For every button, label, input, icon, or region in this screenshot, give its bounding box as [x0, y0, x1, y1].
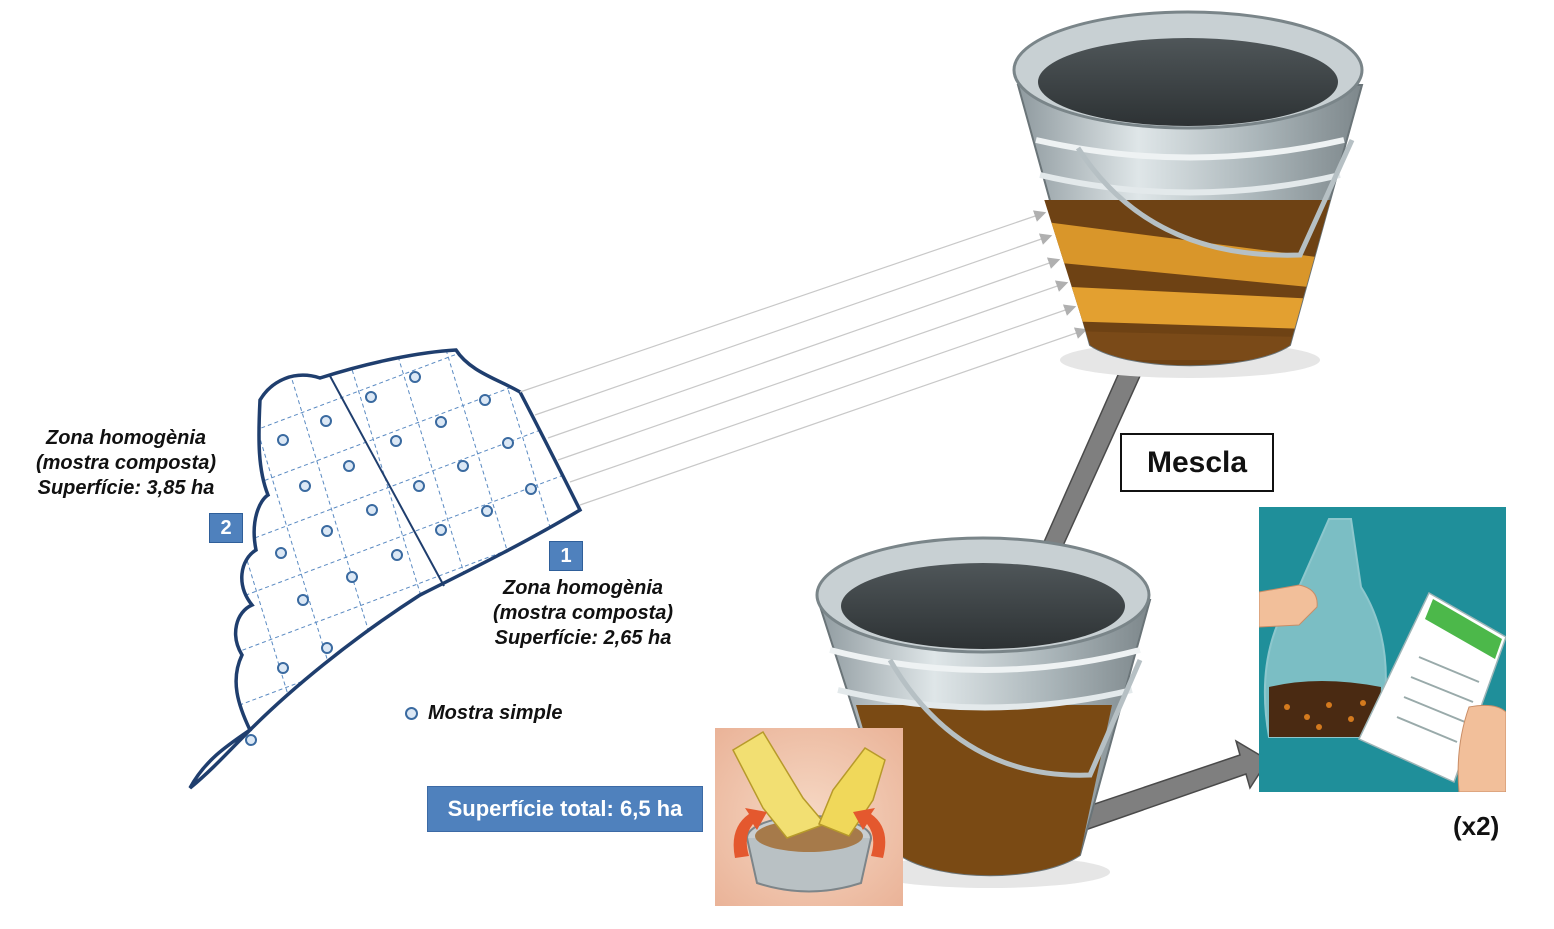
sample-point	[366, 504, 378, 516]
sample-point	[525, 483, 537, 495]
sample-point	[297, 594, 309, 606]
sample-point	[413, 480, 425, 492]
legend: Mostra simple	[405, 702, 562, 725]
sample-point	[275, 547, 287, 559]
sample-point	[390, 435, 402, 447]
sample-point	[343, 460, 355, 472]
sample-point	[277, 434, 289, 446]
sample-line	[547, 257, 1061, 439]
sample-line	[534, 233, 1053, 416]
zone-2-line3: Superfície: 3,85 ha	[37, 477, 215, 499]
sample-point	[321, 525, 333, 537]
sample-point	[435, 416, 447, 428]
zone-2-label: Zona homogènia (mostra composta) Superfí…	[10, 426, 242, 501]
sample-point-icon	[405, 707, 418, 720]
legend-label: Mostra simple	[428, 702, 563, 724]
sample-point	[277, 662, 289, 674]
sample-point	[481, 505, 493, 517]
zone-1-line3: Superfície: 2,65 ha	[494, 627, 672, 649]
bucket-mixed-soil	[815, 536, 1152, 888]
zone-2-line2: (mostra composta)	[35, 452, 217, 474]
sample-point	[321, 642, 333, 654]
zone-1-label: Zona homogènia (mostra composta) Superfí…	[462, 576, 704, 651]
sample-line	[579, 327, 1088, 506]
zone-1-badge: 1	[549, 541, 583, 571]
zone-2-line1: Zona homogènia	[46, 427, 206, 449]
zone-divider	[329, 375, 445, 587]
sample-line	[569, 304, 1077, 483]
field-map	[188, 348, 583, 790]
sample-bag-with-form	[1259, 507, 1506, 792]
sample-point	[479, 394, 491, 406]
zone-1-line1: Zona homogènia	[503, 577, 663, 599]
multiplier-label: (x2)	[1453, 811, 1500, 841]
sample-point	[457, 460, 469, 472]
sample-point	[409, 371, 421, 383]
sample-point	[391, 549, 403, 561]
total-area-badge: Superfície total: 6,5 ha	[427, 786, 703, 832]
sample-point	[245, 734, 257, 746]
field-outline	[188, 348, 583, 790]
sample-point	[346, 571, 358, 583]
mix-label: Mescla	[1120, 433, 1274, 492]
sample-point	[435, 524, 447, 536]
sample-line	[519, 210, 1047, 393]
zone-1-line2: (mostra composta)	[492, 602, 674, 624]
sample-point	[502, 437, 514, 449]
sample-point	[299, 480, 311, 492]
sample-line	[557, 280, 1069, 461]
zone-2-badge: 2	[209, 513, 243, 543]
hands-mixing	[715, 728, 903, 906]
sample-point	[320, 415, 332, 427]
sample-point	[365, 391, 377, 403]
bucket-layered-soil	[1012, 10, 1364, 378]
